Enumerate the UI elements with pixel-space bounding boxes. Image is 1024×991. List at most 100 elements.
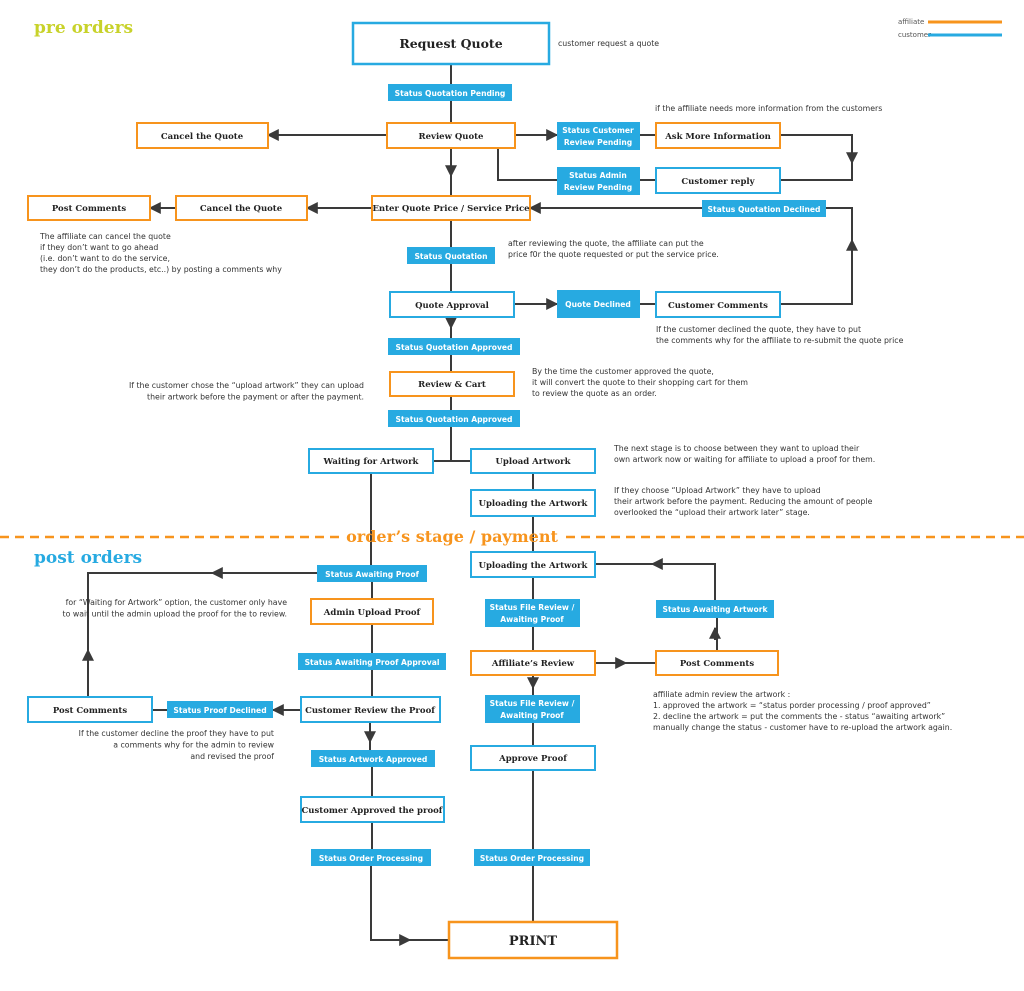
- note-request-quote-line-1: customer request a quote: [558, 39, 659, 48]
- node-customer-comments: Customer Comments: [655, 291, 781, 318]
- node-ask-more-info: Ask More Information: [655, 122, 781, 149]
- status-proof-declined: Status Proof Declined: [167, 701, 273, 718]
- connector-aa-top: [650, 558, 716, 600]
- status-awaiting-artwork-label: Status Awaiting Artwork: [662, 605, 768, 614]
- status-file-review-1: Status File Review / Awaiting Proof: [485, 599, 580, 627]
- node-print: PRINT: [447, 920, 619, 960]
- status-customer-review-pending: Status Customer Review Pending: [557, 122, 640, 150]
- connector-arp-to-review: [497, 148, 557, 181]
- node-approve-proof-label: Approve Proof: [498, 754, 568, 764]
- node-customer-approved-proof-label: Customer Approved the proof: [302, 806, 444, 816]
- note-upload-before-payment-line-2: their artwork before the payment. Reduci…: [614, 497, 873, 506]
- status-quote-declined: Quote Declined: [557, 290, 640, 318]
- note-upload-before-payment-line-1: If they choose “Upload Artwork” they hav…: [614, 486, 821, 495]
- note-upload-before-payment-line-3: overlooked the “upload their artwork lat…: [614, 508, 810, 517]
- status-order-processing-2: Status Order Processing: [474, 849, 590, 866]
- node-post-comments-3-label: Post Comments: [680, 659, 754, 669]
- note-cart-line-1: By the time the customer approved the qu…: [532, 367, 714, 376]
- node-review-quote-label: Review Quote: [419, 132, 485, 142]
- connector-loop-top: [826, 207, 853, 240]
- note-upload-choice-line-1: If the customer chose the “upload artwor…: [129, 381, 364, 390]
- stage-divider-title: order’s stage / payment: [346, 527, 558, 546]
- connector-op1-down: [370, 866, 412, 946]
- node-admin-upload-proof: Admin Upload Proof: [310, 598, 434, 625]
- node-cancel-quote-2-label: Cancel the Quote: [200, 204, 283, 214]
- note-declined-line-2: the comments why for the affiliate to re…: [656, 336, 904, 345]
- node-post-comments-2: Post Comments: [27, 696, 153, 723]
- node-cancel-quote-1-label: Cancel the Quote: [161, 132, 244, 142]
- note-proof-declined-line-1: If the customer decline the proof they h…: [79, 729, 274, 738]
- status-order-processing-1-label: Status Order Processing: [319, 854, 423, 863]
- connector-ask-down: [780, 134, 858, 165]
- status-awaiting-proof-approval: Status Awaiting Proof Approval: [298, 653, 446, 670]
- node-ask-more-info-label: Ask More Information: [664, 132, 771, 142]
- node-customer-review-proof: Customer Review the Proof: [300, 696, 441, 723]
- note-cancel-quote-line-3: (i.e. don’t want to do the service,: [40, 254, 170, 263]
- node-uploading-artwork-2: Uploading the Artwork: [470, 551, 596, 578]
- status-order-processing-1: Status Order Processing: [311, 849, 431, 866]
- annotation-notes: customer request a quote if the affiliate…: [39, 39, 952, 761]
- note-more-info-line-1: if the affiliate needs more information …: [655, 104, 882, 113]
- node-admin-upload-proof-label: Admin Upload Proof: [323, 608, 422, 618]
- note-proof-declined-line-3: and revised the proof: [190, 752, 274, 761]
- status-awaiting-proof-approval-label: Status Awaiting Proof Approval: [305, 658, 440, 667]
- node-customer-reply-label: Customer reply: [681, 177, 755, 187]
- note-waiting-option-line-1: for “Waiting for Artwork” option, the cu…: [66, 598, 288, 607]
- node-quote-approval-label: Quote Approval: [415, 301, 490, 311]
- status-file-review-2-line2: Awaiting Proof: [500, 711, 564, 720]
- status-quotation-pending: Status Quotation Pending: [388, 84, 512, 101]
- legend-affiliate-label: affiliate: [898, 18, 924, 26]
- legend: affiliate customer: [898, 18, 1002, 39]
- node-uploading-artwork-1-label: Uploading the Artwork: [479, 499, 589, 509]
- node-quote-approval: Quote Approval: [389, 291, 515, 318]
- node-review-quote: Review Quote: [386, 122, 516, 149]
- note-admin-review-line-3: 2. decline the artwork = put the comment…: [653, 712, 945, 721]
- node-affiliates-review: Affiliate’s Review: [470, 650, 596, 676]
- section-title-pre-orders: pre orders: [34, 18, 133, 38]
- status-quote-declined-label: Quote Declined: [565, 300, 631, 309]
- note-admin-review-line-1: affiliate admin review the artwork :: [653, 690, 790, 699]
- node-waiting-for-artwork: Waiting for Artwork: [308, 448, 434, 474]
- node-request-quote-label: Request Quote: [399, 36, 502, 51]
- status-quotation-approved-1-label: Status Quotation Approved: [395, 343, 512, 352]
- node-review-cart: Review & Cart: [389, 371, 515, 397]
- status-admin-review-pending-line2: Review Pending: [564, 183, 632, 192]
- status-customer-review-pending-line2: Review Pending: [564, 138, 632, 147]
- node-review-cart-label: Review & Cart: [418, 380, 486, 390]
- legend-customer-label: customer: [898, 31, 931, 39]
- status-admin-review-pending: Status Admin Review Pending: [557, 167, 640, 195]
- node-print-label: PRINT: [509, 934, 558, 949]
- node-upload-artwork: Upload Artwork: [470, 448, 596, 474]
- note-cart-line-2: it will convert the quote to their shopp…: [532, 378, 748, 387]
- note-cart-line-3: to review the quote as an order.: [532, 389, 657, 398]
- connector-reply-from-right: [780, 163, 853, 181]
- note-declined-line-1: If the customer declined the quote, they…: [656, 325, 861, 334]
- status-quotation-approved-1: Status Quotation Approved: [388, 338, 520, 355]
- note-quotation-line-1: after reviewing the quote, the affiliate…: [508, 239, 704, 248]
- status-file-review-1-line2: Awaiting Proof: [500, 615, 564, 624]
- note-proof-declined-line-2: a comments why for the admin to review: [113, 741, 274, 750]
- status-quotation-approved-2-label: Status Quotation Approved: [395, 415, 512, 424]
- status-file-review-2-line1: Status File Review /: [490, 699, 575, 708]
- note-admin-review-line-2: 1. approved the artwork = “status porder…: [653, 701, 931, 710]
- status-admin-review-pending-line1: Status Admin: [569, 171, 627, 180]
- status-proof-declined-label: Status Proof Declined: [173, 706, 266, 715]
- status-awaiting-artwork: Status Awaiting Artwork: [656, 600, 774, 618]
- node-cancel-quote-1: Cancel the Quote: [136, 122, 269, 149]
- node-uploading-artwork-1: Uploading the Artwork: [470, 489, 596, 517]
- note-cancel-quote-line-1: The affiliate can cancel the quote: [39, 232, 171, 241]
- node-customer-reply: Customer reply: [655, 167, 781, 194]
- note-next-stage-line-1: The next stage is to choose between they…: [613, 444, 860, 453]
- status-awaiting-proof: Status Awaiting Proof: [317, 565, 427, 582]
- section-title-post-orders: post orders: [34, 548, 142, 568]
- node-uploading-artwork-2-label: Uploading the Artwork: [479, 561, 589, 571]
- status-file-review-1-line1: Status File Review /: [490, 603, 575, 612]
- status-file-review-2: Status File Review / Awaiting Proof: [485, 695, 580, 723]
- status-customer-review-pending-line1: Status Customer: [562, 126, 634, 135]
- node-waiting-for-artwork-label: Waiting for Artwork: [323, 457, 420, 467]
- node-post-comments-1-label: Post Comments: [52, 204, 126, 214]
- node-post-comments-1: Post Comments: [27, 195, 151, 221]
- node-request-quote: Request Quote: [351, 21, 551, 66]
- node-post-comments-3: Post Comments: [655, 650, 779, 676]
- node-customer-approved-proof: Customer Approved the proof: [300, 796, 445, 823]
